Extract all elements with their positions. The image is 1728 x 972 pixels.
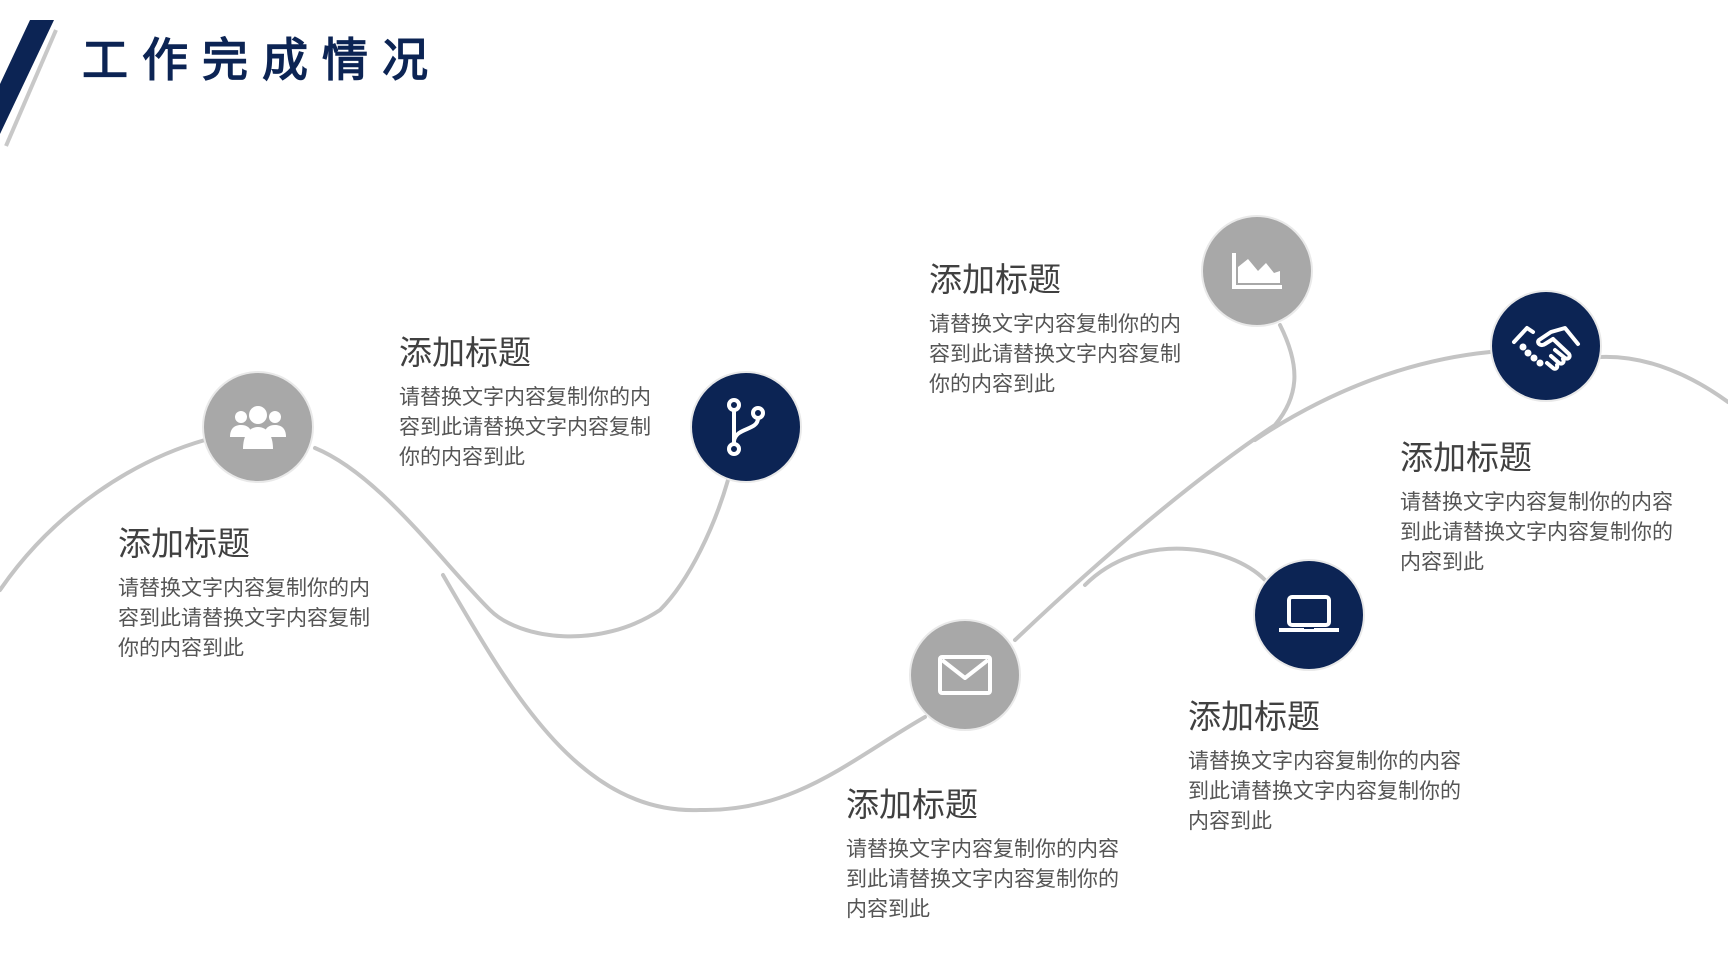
step-heading: 添加标题	[846, 786, 978, 823]
curve-users-to-branch	[313, 446, 730, 639]
handshake-icon	[1512, 326, 1580, 371]
step-description: 请替换文字内容复制你的内容到此请替换文字内容复制你的内容到此	[846, 838, 1119, 921]
curve-chart-to-handshake	[1253, 350, 1492, 442]
step-heading: 添加标题	[929, 261, 1061, 298]
step-block-laptop: 添加标题 请替换文字内容复制你的内容到此请替换文字内容复制你的内容到此	[1188, 697, 1474, 837]
curve-users-to-mail	[441, 573, 927, 813]
node-laptop	[1253, 559, 1365, 671]
curve-start	[0, 438, 207, 592]
users-icon	[230, 406, 286, 449]
step-description: 请替换文字内容复制你的内容到此请替换文字内容复制你的内容到此	[399, 386, 651, 469]
step-description: 请替换文字内容复制你的内容到此请替换文字内容复制你的内容到此	[1400, 491, 1673, 574]
curve-end	[1598, 354, 1728, 404]
step-block-users: 添加标题 请替换文字内容复制你的内容到此请替换文字内容复制你的内容到此	[118, 524, 380, 664]
step-description: 请替换文字内容复制你的内容到此请替换文字内容复制你的内容到此	[1188, 750, 1461, 833]
page-title: 工作完成情况	[82, 33, 442, 87]
step-block-branch: 添加标题 请替换文字内容复制你的内容到此请替换文字内容复制你的内容到此	[399, 333, 661, 473]
node-users	[202, 371, 314, 483]
step-block-area-chart: 添加标题 请替换文字内容复制你的内容到此请替换文字内容复制你的内容到此	[929, 260, 1191, 400]
step-block-mail: 添加标题 请替换文字内容复制你的内容到此请替换文字内容复制你的内容到此	[846, 785, 1132, 925]
mail-icon	[938, 655, 992, 695]
step-heading: 添加标题	[1400, 439, 1532, 476]
step-description: 请替换文字内容复制你的内容到此请替换文字内容复制你的内容到此	[929, 313, 1181, 396]
step-heading: 添加标题	[399, 334, 531, 371]
node-mail	[909, 619, 1021, 731]
curve-mail-to-laptop	[1083, 546, 1267, 587]
node-branch	[690, 371, 802, 483]
corner-stripe-gray	[4, 29, 58, 147]
step-block-handshake: 添加标题 请替换文字内容复制你的内容到此请替换文字内容复制你的内容到此	[1400, 438, 1686, 578]
step-heading: 添加标题	[1188, 698, 1320, 735]
step-heading: 添加标题	[118, 525, 250, 562]
node-area-chart	[1201, 215, 1313, 327]
node-handshake	[1490, 290, 1602, 402]
area-chart-icon	[1232, 253, 1282, 289]
step-description: 请替换文字内容复制你的内容到此请替换文字内容复制你的内容到此	[118, 577, 370, 660]
branch-icon	[727, 398, 765, 456]
curve-mail-to-chart	[1013, 323, 1297, 642]
laptop-icon	[1279, 595, 1339, 632]
corner-stripe-navy	[0, 20, 54, 134]
